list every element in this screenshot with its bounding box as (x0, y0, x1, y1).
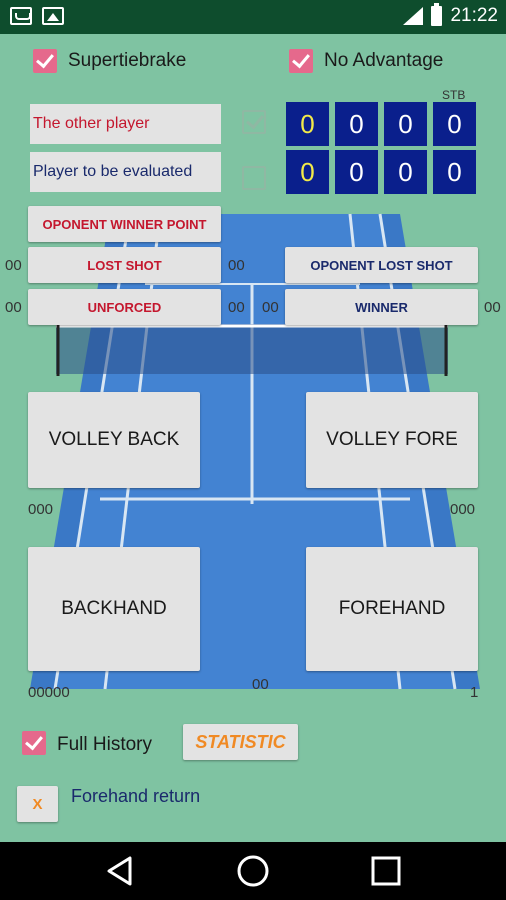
volley-back-count: 000 (28, 501, 54, 518)
evaluated-score-stb: 0 (433, 150, 476, 194)
backhand-button[interactable]: BACKHAND (28, 547, 200, 671)
recents-icon[interactable] (369, 854, 403, 888)
other-score-3: 0 (384, 102, 427, 146)
forehand-button[interactable]: FOREHAND (306, 547, 478, 671)
backhand-count: 00000 (28, 684, 70, 701)
unforced-button[interactable]: UNFORCED (28, 289, 221, 325)
evaluated-score-2: 0 (335, 150, 378, 194)
image-icon (42, 7, 64, 25)
evaluated-player-field[interactable]: Player to be evaluated (30, 152, 221, 192)
winner-left-count: 00 (262, 299, 279, 316)
evaluated-score-1: 0 (286, 150, 329, 194)
app-content: Supertiebrake No Advantage The other pla… (0, 34, 506, 842)
unforced-right-count: 00 (228, 299, 245, 316)
evaluated-player-select[interactable] (242, 166, 266, 190)
other-player-field[interactable]: The other player (30, 104, 221, 144)
oponent-winner-point-button[interactable]: OPONENT WINNER POINT (28, 206, 221, 242)
statistic-button[interactable]: STATISTIC (183, 724, 298, 760)
forehand-count: 1 (470, 684, 479, 701)
undo-button[interactable]: X (17, 786, 58, 822)
other-score-1: 0 (286, 102, 329, 146)
full-history-checkbox[interactable] (22, 731, 46, 755)
stb-label: STB (442, 88, 466, 102)
volley-fore-button[interactable]: VOLLEY FORE (306, 392, 478, 488)
status-bar: 21:22 (0, 0, 506, 34)
home-icon[interactable] (236, 854, 270, 888)
evaluated-score-3: 0 (384, 150, 427, 194)
supertiebrake-label: Supertiebrake (68, 50, 187, 71)
oponent-lost-shot-button[interactable]: OPONENT LOST SHOT (285, 247, 478, 283)
signal-icon (401, 7, 424, 25)
winner-count: 00 (484, 299, 501, 316)
navigation-bar (0, 842, 506, 900)
winner-button[interactable]: WINNER (285, 289, 478, 325)
volley-fore-count: 000 (450, 501, 476, 518)
other-score-2: 0 (335, 102, 378, 146)
back-icon[interactable] (103, 854, 137, 888)
other-score-stb: 0 (433, 102, 476, 146)
unforced-count: 00 (5, 299, 22, 316)
full-history-label: Full History (57, 734, 153, 755)
lost-shot-right-count: 00 (228, 257, 245, 274)
clock: 21:22 (450, 5, 498, 26)
lost-shot-count: 00 (5, 257, 22, 274)
supertiebrake-checkbox[interactable] (33, 49, 57, 73)
volley-back-button[interactable]: VOLLEY BACK (28, 392, 200, 488)
no-advantage-label: No Advantage (324, 50, 444, 71)
last-entry-label: Forehand return (71, 786, 201, 806)
lost-shot-button[interactable]: LOST SHOT (28, 247, 221, 283)
voicemail-icon (10, 7, 32, 25)
no-advantage-checkbox[interactable] (289, 49, 313, 73)
battery-icon (431, 3, 443, 26)
center-count: 00 (252, 676, 269, 693)
other-player-select[interactable] (242, 110, 266, 134)
